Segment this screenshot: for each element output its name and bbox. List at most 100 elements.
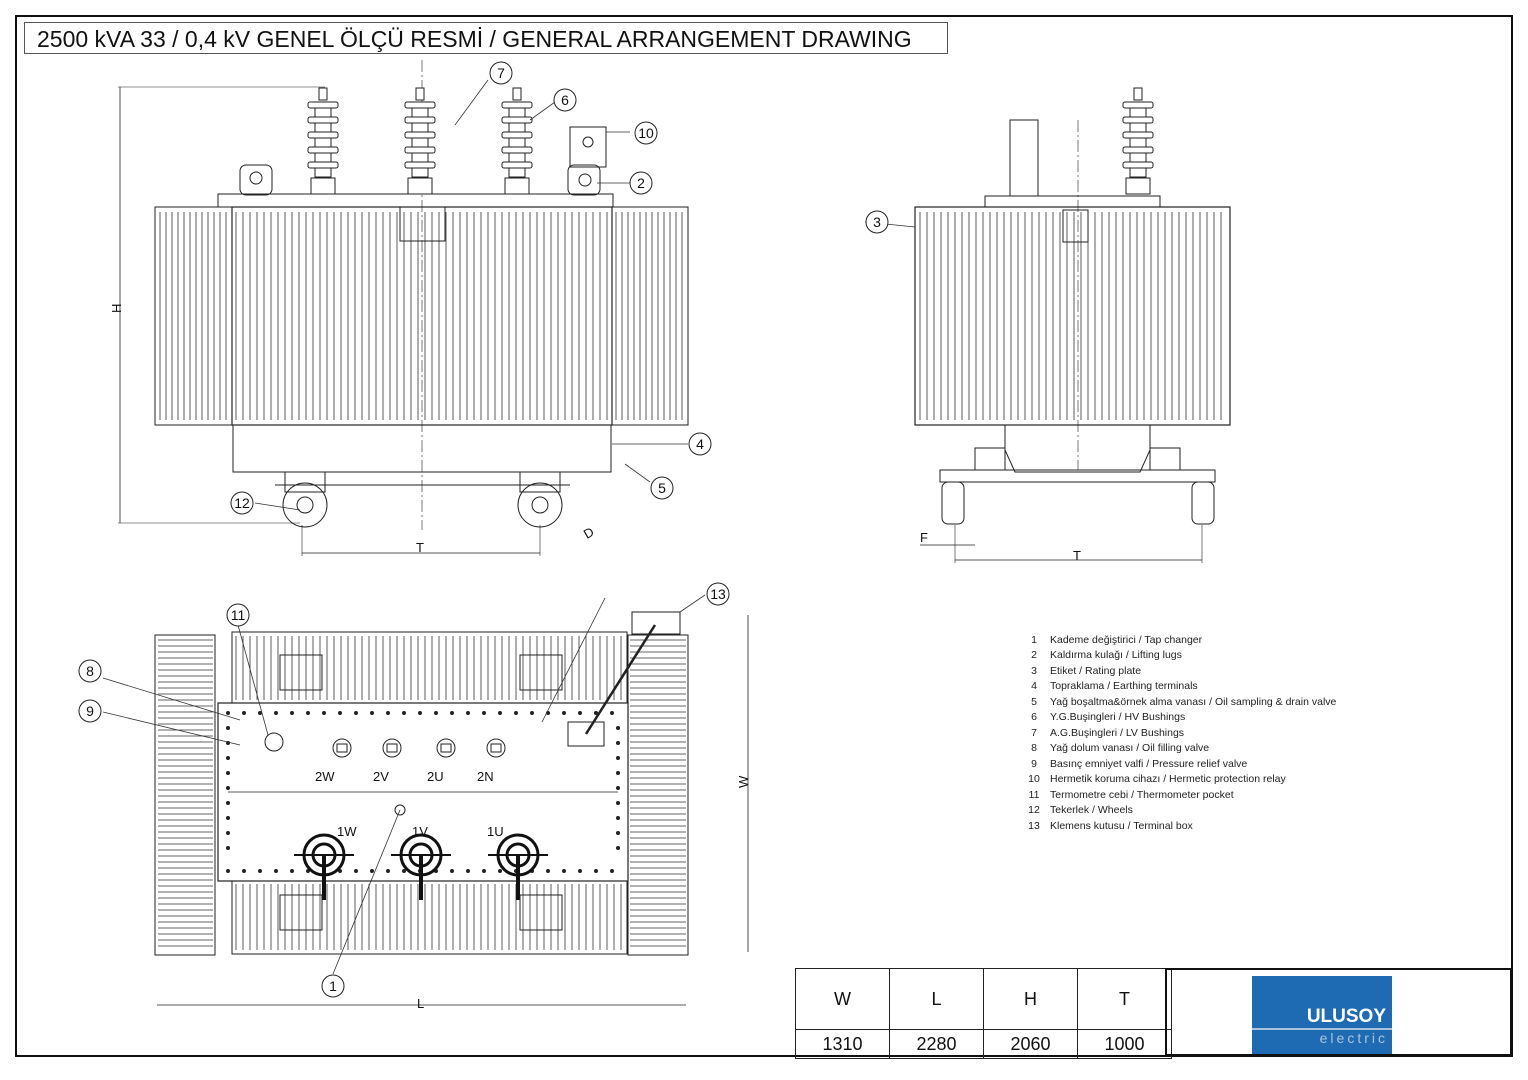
terminal-label: 2N [477, 769, 494, 784]
legend-text: Yağ boşaltma&örnek alma vanası / Oil sam… [1050, 695, 1337, 708]
drawing-title: 2500 kVA 33 / 0,4 kV GENEL ÖLÇÜ RESMİ / … [24, 22, 948, 54]
legend-text: Y.G.Buşingleri / HV Bushings [1050, 711, 1186, 724]
legend-number: 7 [1031, 726, 1037, 739]
dim-label-f: F [920, 530, 928, 545]
callout-number: 2 [637, 175, 645, 191]
dim-label-h: H [109, 304, 124, 313]
legend-text: Tekerlek / Wheels [1050, 804, 1133, 817]
legend-text: Kaldırma kulağı / Lifting lugs [1050, 649, 1182, 662]
front-view [118, 60, 689, 556]
callout-8: 8 [78, 659, 102, 683]
legend-item: 12 Tekerlek / Wheels [1018, 803, 1336, 819]
legend-text: A.G.Buşingleri / LV Bushings [1050, 726, 1185, 739]
table-header: L [889, 968, 984, 1030]
legend-number: 3 [1031, 664, 1037, 677]
hv-bushings [307, 87, 1154, 195]
terminal-label: 1U [487, 824, 504, 839]
table-cell: 1000 [1077, 1029, 1172, 1059]
legend-item: 3 Etiket / Rating plate [1018, 663, 1336, 679]
legend-number: 4 [1031, 680, 1037, 693]
legend-item: 7 A.G.Buşingleri / LV Bushings [1018, 725, 1336, 741]
callout-13: 13 [706, 582, 730, 606]
callout-number: 4 [696, 436, 704, 452]
logo-brand: ULUSOY [1306, 1006, 1386, 1027]
legend-number: 11 [1028, 788, 1040, 801]
callout-7: 7 [489, 61, 513, 85]
legend-text: Etiket / Rating plate [1050, 664, 1142, 677]
legend-text: Klemens kutusu / Terminal box [1050, 819, 1193, 832]
callout-10: 10 [634, 121, 658, 145]
callout-number: 10 [638, 125, 654, 141]
callout-number: 5 [658, 480, 666, 496]
dimension-labels: H T D F T W L [109, 304, 1081, 1011]
parts-legend: 1 Kademe değiştirici / Tap changer 2 Kaldı… [1018, 632, 1336, 834]
callout-9: 9 [78, 699, 102, 723]
legend-number: 2 [1031, 649, 1037, 662]
legend-number: 1 [1031, 633, 1037, 646]
legend-item: 9 Basınç emniyet valfi / Pressure relief … [1018, 756, 1336, 772]
lv-terminals [332, 738, 506, 758]
logo-line [1252, 1028, 1392, 1030]
legend-number: 5 [1031, 695, 1037, 708]
table-header: T [1077, 968, 1172, 1030]
legend-text: Kademe değiştirici / Tap changer [1050, 633, 1203, 646]
radiator-fins [158, 212, 1222, 950]
callout-6: 6 [553, 88, 577, 112]
callout-number: 11 [231, 607, 246, 623]
terminal-label: 2U [427, 769, 444, 784]
table-cell: 2280 [889, 1029, 984, 1059]
sheet-border [15, 15, 1513, 1057]
legend-text: Basınç emniyet valfi / Pressure relief v… [1050, 757, 1248, 770]
legend-item: 6 Y.G.Buşingleri / HV Bushings [1018, 710, 1336, 726]
table-cell: 1310 [795, 1029, 890, 1059]
legend-item: 5 Yağ boşaltma&örnek alma vanası / Oil sa… [1018, 694, 1336, 710]
legend-item: 13 Klemens kutusu / Terminal box [1018, 818, 1336, 834]
legend-number: 13 [1028, 819, 1040, 832]
terminal-label: 2W [315, 769, 335, 784]
legend-item: 11 Termometre cebi / Thermometer pocket [1018, 787, 1336, 803]
callout-number: 13 [710, 586, 726, 602]
legend-number: 6 [1031, 711, 1037, 724]
callout-number: 7 [497, 65, 505, 81]
legend-item: 4 Topraklama / Earthing terminals [1018, 679, 1336, 695]
hv-terminals [294, 833, 548, 900]
dim-label-t-front: T [416, 540, 424, 555]
legend-text: Yağ dolum vanası / Oil filling valve [1050, 742, 1210, 755]
callout-11: 11 [226, 603, 250, 627]
leader-lines [102, 79, 916, 975]
callout-1: 1 [321, 974, 345, 998]
table-header: W [795, 968, 890, 1030]
table-cell: 2060 [983, 1029, 1078, 1059]
legend-item: 1 Kademe değiştirici / Tap changer [1018, 632, 1336, 648]
terminal-label: 2V [373, 769, 389, 784]
legend-text: Termometre cebi / Thermometer pocket [1050, 788, 1234, 801]
legend-number: 9 [1031, 757, 1037, 770]
title-block-logo-cell: ULUSOY electric [1165, 968, 1512, 1056]
callout-number: 9 [86, 703, 94, 719]
callout-12: 12 [230, 491, 254, 515]
dimensions-table: W L H T 1310 2280 2060 1000 [795, 968, 1172, 1059]
legend-number: 10 [1028, 773, 1040, 786]
legend-number: 12 [1028, 804, 1040, 817]
legend-item: 2 Kaldırma kulağı / Lifting lugs [1018, 648, 1336, 664]
callout-5: 5 [650, 476, 674, 500]
table-header: H [983, 968, 1078, 1030]
legend-text: Topraklama / Earthing terminals [1050, 680, 1198, 693]
side-view [914, 119, 1231, 563]
callout-3: 3 [865, 210, 889, 234]
terminal-label: 1W [337, 824, 357, 839]
callout-2: 2 [629, 171, 653, 195]
terminal-labels: 2W 2V 2U 2N 1W 1V 1U [315, 769, 504, 839]
callout-number: 12 [234, 495, 250, 511]
dim-label-l: L [417, 996, 424, 1011]
dim-label-w: W [736, 775, 751, 788]
callout-number: 6 [561, 92, 569, 108]
terminal-label: 1V [412, 824, 428, 839]
callout-number: 8 [86, 663, 94, 679]
logo-subtitle: electric [1319, 1030, 1388, 1046]
dim-label-t-side: T [1073, 548, 1081, 563]
